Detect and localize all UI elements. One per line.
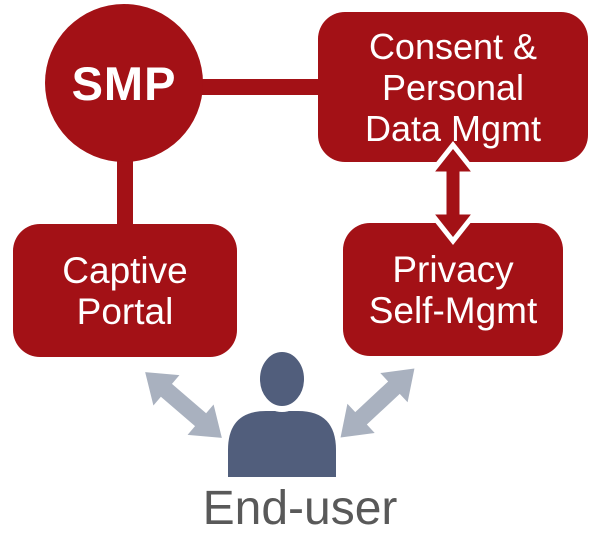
node-consent-personal-data-mgmt: Consent & Personal Data Mgmt [318,12,588,162]
node-consent-line2: Personal [381,66,525,108]
node-captive-portal: Captive Portal [13,224,237,357]
node-privacy-self-mgmt: Privacy Self-Mgmt [343,223,563,356]
enduser-captive-double-arrow-shape [145,372,222,438]
person-head [254,346,310,412]
enduser-captive-double-arrow-icon [145,372,222,438]
person-body [228,411,336,477]
node-privacy-line1: Privacy [392,248,514,290]
node-captive-line2: Portal [76,290,174,332]
enduser-privacy-double-arrow-shape [340,368,415,438]
node-privacy-line2: Self-Mgmt [368,289,538,331]
connector-smp-consent [195,79,325,95]
end-user-label: End-user [202,482,398,535]
enduser-privacy-double-arrow-icon [340,368,415,438]
connector-smp-captive [117,150,133,232]
node-captive-line1: Captive [62,249,188,291]
node-consent-line1: Consent & [368,25,538,67]
node-smp-label: SMP [71,56,177,110]
person-icon [228,346,336,477]
node-consent-line3: Data Mgmt [364,107,542,149]
node-smp: SMP [45,4,203,162]
